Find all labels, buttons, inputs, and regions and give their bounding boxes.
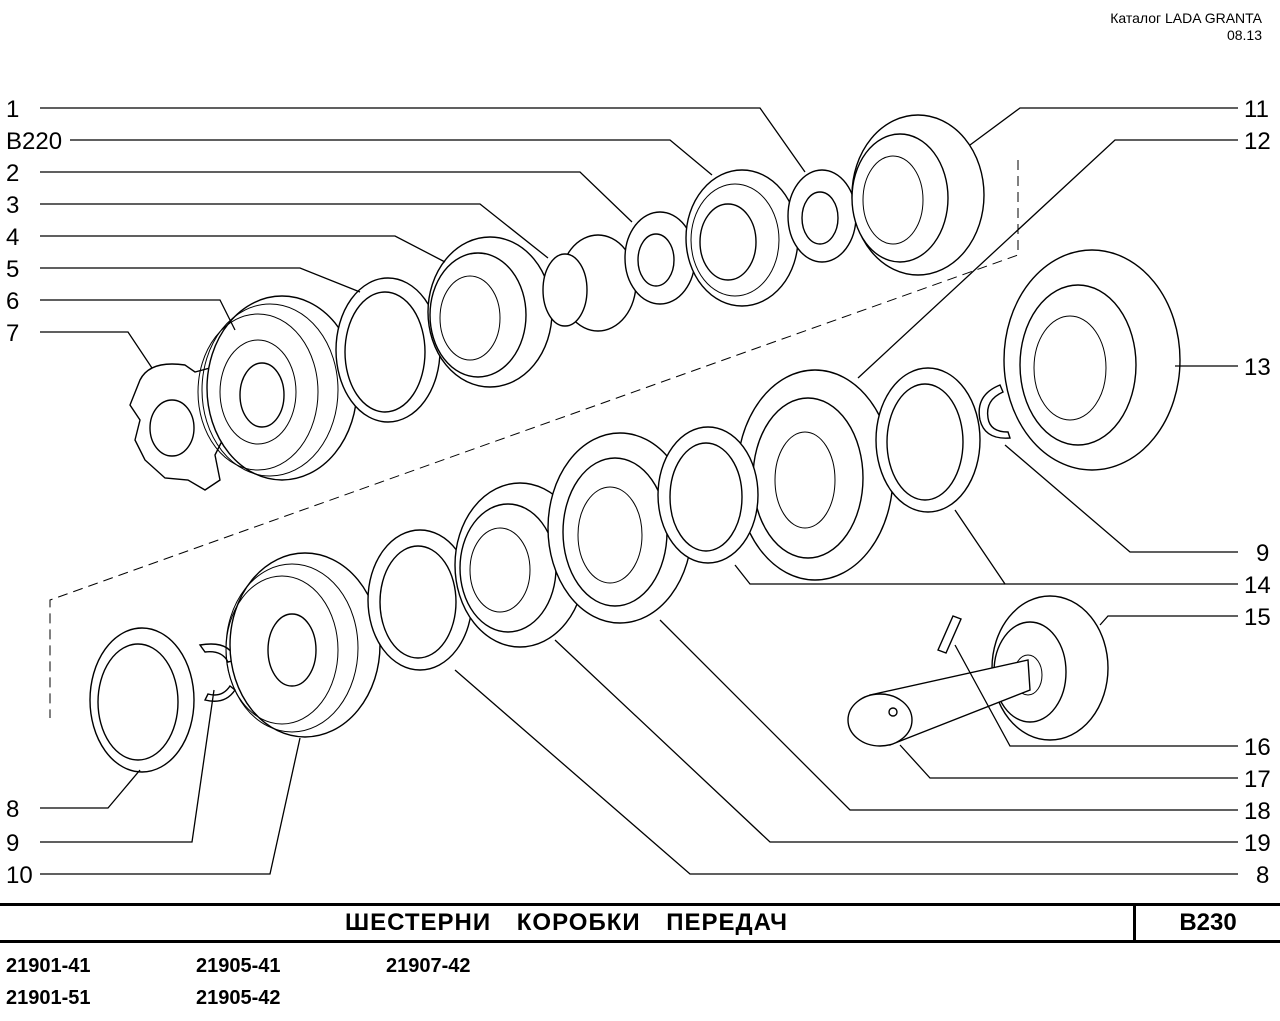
callout-9-left: 9 (6, 830, 19, 857)
leader-lines (40, 107, 1238, 875)
assembly-outline (49, 160, 1019, 718)
exploded-parts-diagram: 1 B220 2 3 4 5 6 7 8 9 10 11 12 13 9 14 … (6, 96, 1271, 889)
callout-13: 13 (1244, 354, 1271, 381)
callout-3: 3 (6, 192, 19, 219)
lock-plate (129, 363, 226, 491)
gear-12 (736, 369, 894, 581)
callout-7: 7 (6, 320, 19, 347)
blocking-ring-lower (89, 627, 195, 773)
blocking-ring-upper (335, 277, 441, 423)
catalog-date: 08.13 (1226, 27, 1262, 43)
callout-19: 19 (1244, 830, 1271, 857)
callout-2: 2 (6, 160, 19, 187)
title-bar: ШЕСТЕРНИ КОРОБКИ ПЕРЕДАЧ B230 (0, 903, 1280, 943)
callout-17: 17 (1244, 766, 1271, 793)
callout-9-right: 9 (1256, 540, 1269, 567)
model-code: 21901-51 (6, 987, 91, 1009)
callout-4: 4 (6, 224, 19, 251)
blocking-ring-lower-2 (367, 529, 473, 671)
callout-6: 6 (6, 288, 19, 315)
callout-18: 18 (1244, 798, 1271, 825)
gear-13 (1003, 249, 1181, 471)
model-code: 21907-42 (386, 955, 471, 977)
callout-14: 14 (1244, 572, 1271, 599)
callout-15: 15 (1244, 604, 1271, 631)
gear-18 (547, 432, 693, 624)
roll-pin (937, 615, 962, 654)
ball-bearing (685, 169, 799, 307)
callout-b220: B220 (6, 128, 62, 155)
catalog-header: Каталог LADA GRANTA 08.13 (1110, 10, 1262, 44)
callouts-right: 11 12 13 9 14 15 16 17 18 19 8 (1244, 96, 1271, 889)
synchro-hub-lower (225, 552, 381, 738)
idler-shaft (847, 659, 1031, 747)
needle-bearing (542, 234, 637, 332)
callout-5: 5 (6, 256, 19, 283)
model-code: 21905-41 (196, 955, 281, 977)
blocking-ring-right (875, 367, 981, 513)
callout-8-left: 8 (6, 796, 19, 823)
callout-8-right: 8 (1256, 862, 1269, 889)
snap-ring-right (978, 384, 1011, 439)
gear-11 (851, 114, 985, 276)
callout-12: 12 (1244, 128, 1271, 155)
catalog-name: Каталог LADA GRANTA (1110, 10, 1262, 26)
page-title: ШЕСТЕРНИ КОРОБКИ ПЕРЕДАЧ (344, 909, 788, 936)
gear-upper-4 (427, 236, 553, 388)
callout-11: 11 (1244, 96, 1269, 123)
thrust-washer (624, 211, 696, 305)
model-code: 21905-42 (196, 987, 281, 1009)
spacer-ring (787, 169, 857, 263)
model-code: 21901-41 (6, 955, 91, 977)
synchro-hub-upper (197, 295, 358, 481)
callout-16: 16 (1244, 734, 1271, 761)
section-code: B230 (1133, 906, 1280, 940)
callout-1: 1 (6, 96, 19, 123)
blocking-ring-14 (657, 426, 759, 564)
callouts-left: 1 B220 2 3 4 5 6 7 8 9 10 (6, 96, 62, 889)
callout-10: 10 (6, 862, 33, 889)
